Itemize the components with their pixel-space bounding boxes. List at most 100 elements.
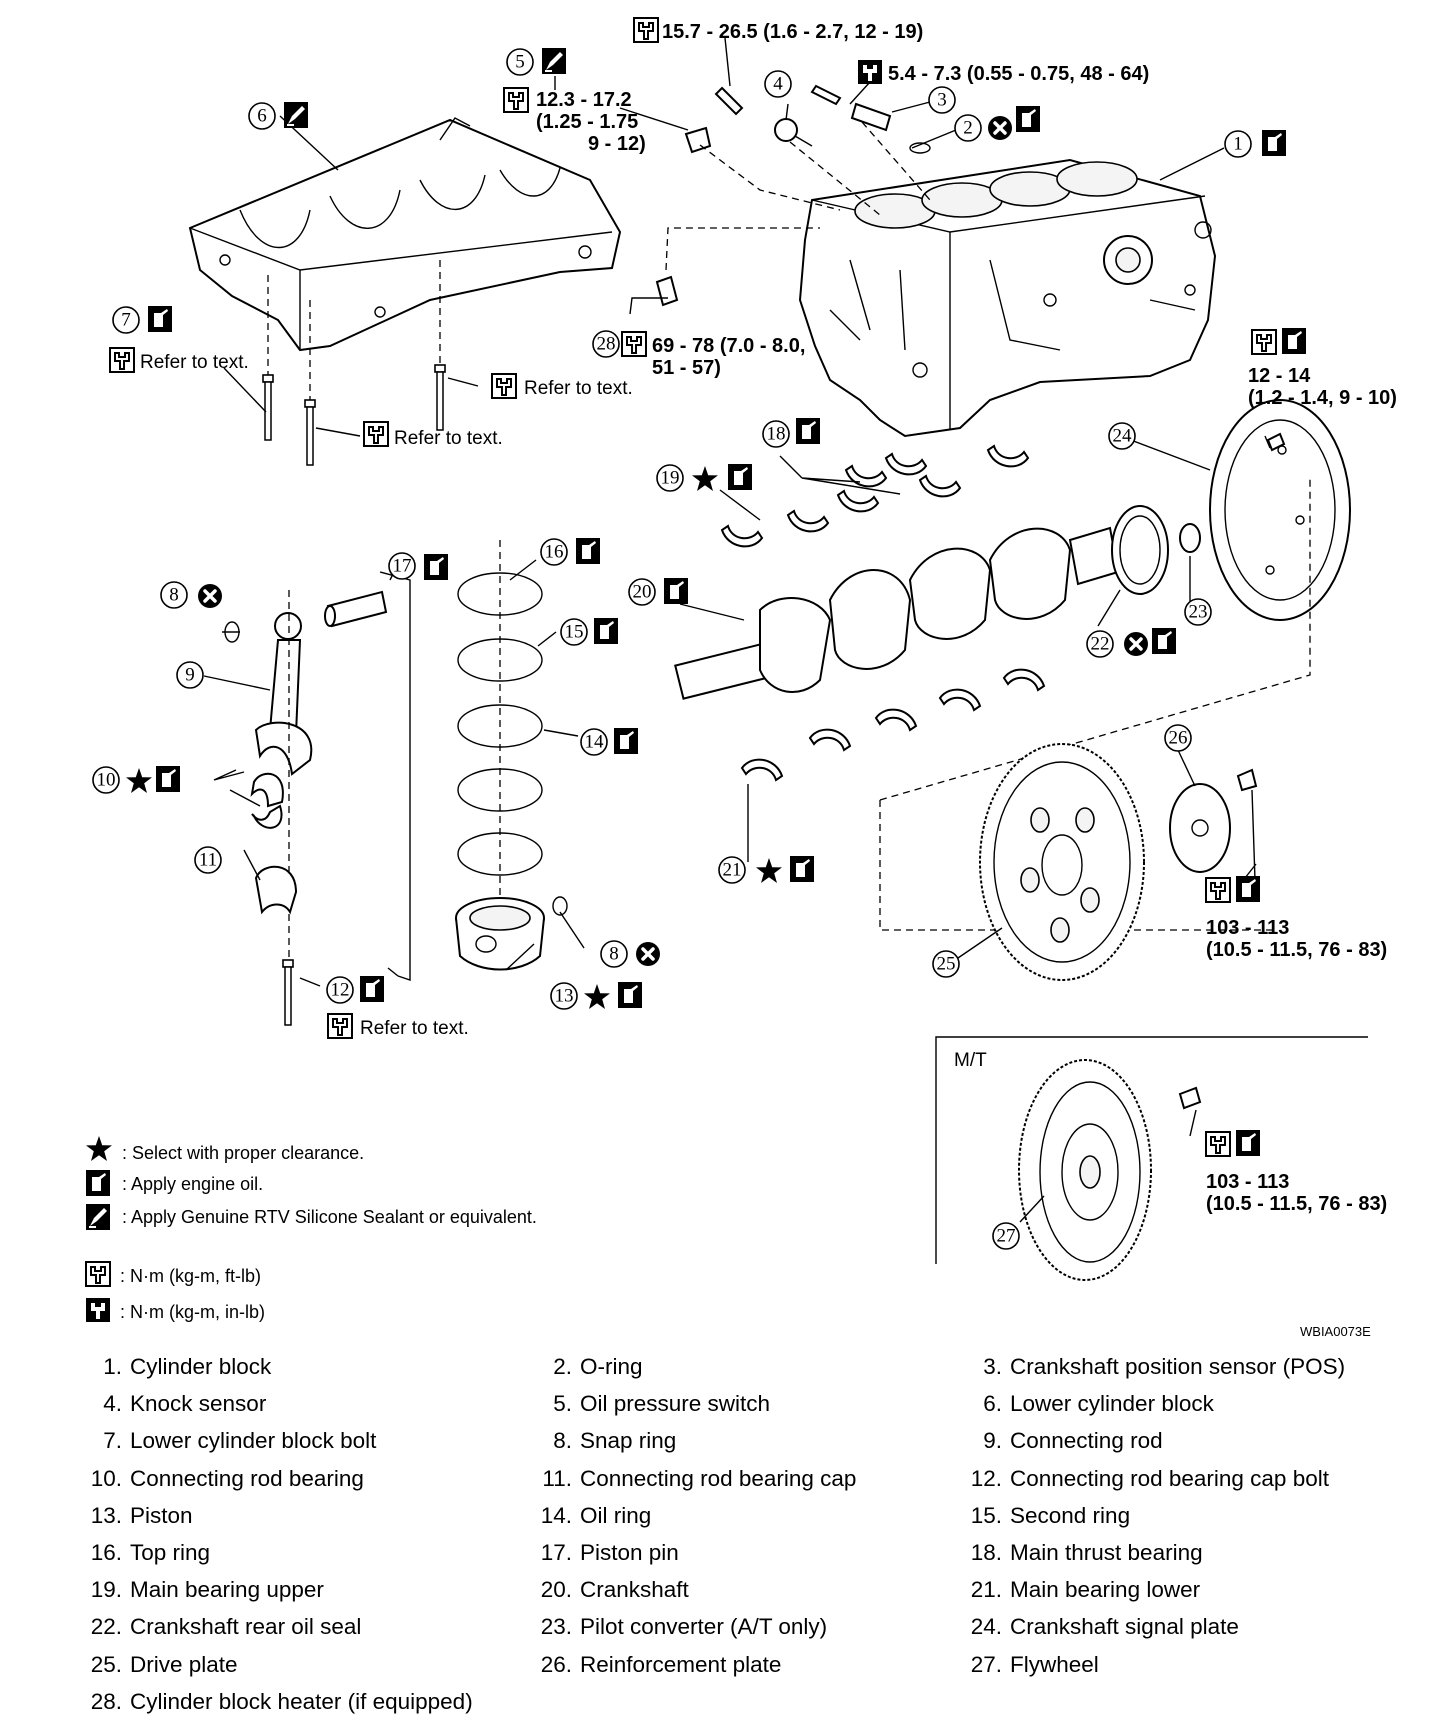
part-number: 12.	[970, 1465, 1002, 1491]
svg-text:9 - 12): 9 - 12)	[588, 133, 646, 155]
svg-text:5: 5	[515, 52, 525, 73]
svg-text:17: 17	[393, 556, 412, 577]
svg-text:16: 16	[545, 542, 564, 563]
part-number: 2.	[553, 1354, 572, 1379]
part-number: 1.	[103, 1354, 122, 1379]
part-name: Knock sensor	[130, 1391, 267, 1417]
legend-rtv: : Apply Genuine RTV Silicone Sealant or …	[122, 1207, 537, 1227]
torque-icon	[1205, 877, 1231, 903]
callout-2: 2	[954, 114, 982, 142]
callout-3: 3	[928, 86, 956, 114]
part-name: Main bearing upper	[130, 1577, 324, 1603]
oil-icon	[1236, 1130, 1260, 1156]
flywheel-inset-box	[935, 1036, 1368, 1264]
part-number: 11.	[542, 1465, 572, 1491]
part-name: Crankshaft	[580, 1577, 689, 1603]
part-number: 5.	[553, 1391, 572, 1417]
star-icon	[692, 466, 718, 491]
callout-6: 6	[248, 102, 276, 130]
svg-text:(1.25 - 1.75: (1.25 - 1.75	[536, 111, 638, 133]
svg-text:(1.2 - 1.4, 9 - 10): (1.2 - 1.4, 9 - 10)	[1248, 387, 1397, 409]
legend-oil: : Apply engine oil.	[122, 1174, 263, 1194]
part-name: Oil pressure switch	[580, 1391, 771, 1417]
callout-18: 18	[762, 420, 790, 448]
torque-icon	[327, 1013, 353, 1039]
lower-cylinder-block	[188, 117, 622, 352]
parts-list-item: 25. Drive plate	[78, 1652, 518, 1682]
part-number: 19.	[90, 1577, 122, 1603]
callout-4: 4	[764, 70, 792, 98]
parts-list-item: 12.Connecting rod bearing cap bolt	[958, 1466, 1398, 1496]
part-number: 21.	[970, 1577, 1002, 1603]
oil-icon	[618, 982, 642, 1008]
svg-text:11: 11	[199, 850, 217, 871]
svg-text:14: 14	[585, 732, 605, 753]
callout-11: 11	[194, 846, 222, 874]
svg-text:23: 23	[1189, 602, 1208, 623]
oil-icon	[790, 856, 814, 882]
svg-text:19: 19	[661, 468, 680, 489]
oil-icon	[576, 538, 600, 564]
part-number: 7.	[103, 1428, 122, 1454]
part-name: Reinforcement plate	[580, 1651, 782, 1677]
callout-1: 1	[1224, 130, 1252, 158]
part-name: Lower cylinder block	[1010, 1391, 1214, 1417]
svg-text:3: 3	[937, 90, 947, 111]
svg-text:6: 6	[257, 106, 267, 127]
parts-list-item: 5. Oil pressure switch	[528, 1391, 968, 1421]
svg-text:12: 12	[331, 980, 350, 1001]
piston-pin	[324, 590, 388, 628]
part-name: Connecting rod	[1010, 1428, 1163, 1454]
svg-text:22: 22	[1091, 634, 1110, 655]
svg-text:9: 9	[185, 665, 195, 686]
part-number: 18.	[970, 1540, 1002, 1565]
part-name: Crankshaft signal plate	[1010, 1614, 1239, 1640]
part-number: 17.	[540, 1540, 572, 1565]
callout-17: 17	[388, 552, 416, 580]
callout-8a: 8	[160, 581, 188, 609]
part-number: 9.	[983, 1428, 1002, 1454]
svg-text:51 - 57): 51 - 57)	[652, 357, 721, 379]
lower-block-bolts	[262, 260, 446, 466]
torque-icon	[109, 347, 135, 373]
svg-text:Refer to text.: Refer to text.	[140, 352, 249, 373]
svg-text:13: 13	[555, 986, 574, 1007]
parts-list-item: 6. Lower cylinder block	[958, 1391, 1398, 1421]
rtv-icon	[283, 101, 309, 129]
parts-list-item: 26.Reinforcement plate	[528, 1652, 968, 1682]
svg-text:21: 21	[723, 860, 742, 881]
svg-text:Refer to text.: Refer to text.	[524, 378, 633, 399]
part-number: 13.	[90, 1502, 122, 1528]
star-icon	[584, 984, 610, 1009]
callout-14: 14	[580, 728, 608, 756]
part-number: 25.	[90, 1651, 122, 1677]
parts-list-item: 17.Piston pin	[528, 1540, 968, 1570]
oil-icon	[360, 976, 384, 1002]
parts-list-item: 21.Main bearing lower	[958, 1577, 1398, 1607]
svg-text:24: 24	[1113, 426, 1133, 447]
part-name: Drive plate	[130, 1651, 238, 1677]
star-icon	[756, 858, 782, 883]
svg-text:1: 1	[1233, 134, 1243, 155]
parts-list-item: 22.Crankshaft rear oil seal	[78, 1614, 518, 1644]
parts-list-item: 3.Crankshaft position sensor (POS)	[958, 1354, 1398, 1384]
part-number: 6.	[983, 1391, 1002, 1417]
parts-list-item: 16.Top ring	[78, 1540, 518, 1570]
rod-bearings	[250, 772, 284, 829]
svg-text:27: 27	[997, 1226, 1016, 1247]
svg-text:8: 8	[169, 585, 179, 606]
callouts: 1 2 3 4 5 6 7 8 9 10 11 12 13 14 15 16 1…	[92, 48, 1252, 1250]
svg-text:M/T: M/T	[954, 1050, 987, 1071]
leader-lines	[203, 37, 1271, 1223]
torque-icon	[621, 331, 647, 357]
parts-list-item: 24.Crankshaft signal plate	[958, 1614, 1398, 1644]
star-icon	[86, 1136, 112, 1161]
flywheel	[1018, 1059, 1202, 1281]
oil-icon	[148, 306, 172, 332]
part-number: 20.	[540, 1577, 572, 1603]
part-number: 16.	[90, 1540, 122, 1565]
torque-icon	[85, 1261, 111, 1287]
svg-text:25: 25	[937, 954, 956, 975]
parts-list-item: 10.Connecting rod bearing	[78, 1466, 518, 1496]
torque-icon	[1205, 1131, 1231, 1157]
